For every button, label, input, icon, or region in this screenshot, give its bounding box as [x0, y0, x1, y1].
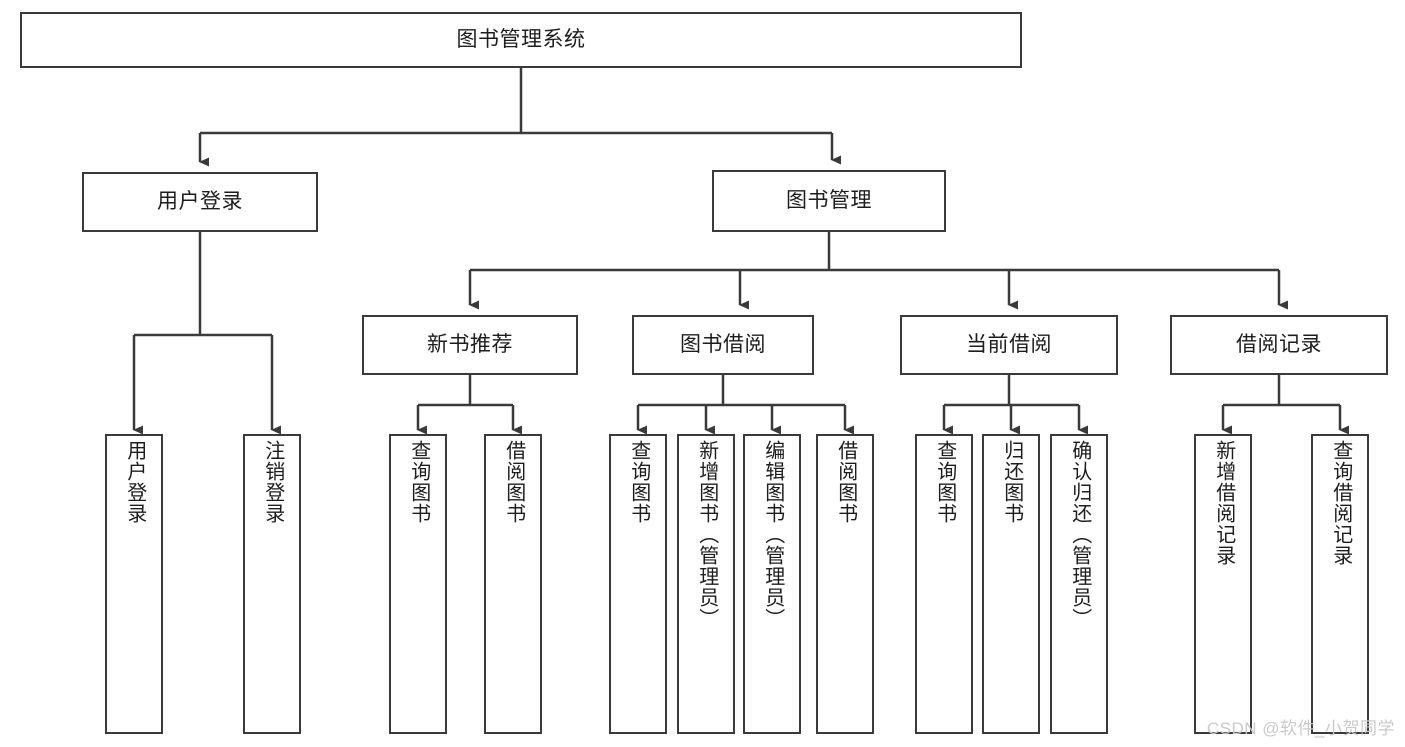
leaf-bookborrow-edit-book[interactable]: 编辑图书（管理员）	[743, 434, 801, 734]
leaf-bookborrow-add-book[interactable]: 新增图书（管理员）	[677, 434, 735, 734]
node-book-manage[interactable]: 图书管理	[712, 170, 946, 232]
node-book-manage-label: 图书管理	[786, 189, 872, 213]
node-root-system-label: 图书管理系统	[456, 28, 586, 52]
node-new-book-recommend-label: 新书推荐	[427, 333, 513, 357]
node-borrow-record[interactable]: 借阅记录	[1170, 315, 1388, 375]
leaf-newbook-borrow-book[interactable]: 借阅图书	[484, 434, 542, 734]
node-book-borrow[interactable]: 图书借阅	[632, 315, 814, 375]
leaf-newbook-query-book-label: 查询图书	[407, 440, 430, 524]
leaf-bookborrow-query-book-label: 查询图书	[627, 440, 650, 524]
leaf-currentborrow-return-book[interactable]: 归还图书	[982, 434, 1040, 734]
leaf-currentborrow-confirm-return[interactable]: 确认归还（管理员）	[1050, 434, 1108, 734]
node-book-borrow-label: 图书借阅	[680, 333, 766, 357]
leaf-borrowrecord-add-record[interactable]: 新增借阅记录	[1194, 434, 1252, 734]
leaf-bookborrow-borrow-book-label: 借阅图书	[834, 440, 857, 524]
leaf-currentborrow-query-book[interactable]: 查询图书	[915, 434, 973, 734]
leaf-bookborrow-add-book-label: 新增图书（管理员）	[695, 440, 718, 629]
leaf-currentborrow-return-book-label: 归还图书	[1000, 440, 1023, 524]
leaf-bookborrow-borrow-book[interactable]: 借阅图书	[816, 434, 874, 734]
leaf-currentborrow-confirm-return-label: 确认归还（管理员）	[1068, 440, 1091, 629]
leaf-user-logout[interactable]: 注销登录	[243, 434, 301, 734]
leaf-borrowrecord-query-record-label: 查询借阅记录	[1329, 440, 1352, 566]
leaf-borrowrecord-add-record-label: 新增借阅记录	[1212, 440, 1235, 566]
leaf-currentborrow-query-book-label: 查询图书	[933, 440, 956, 524]
leaf-user-logout-label: 注销登录	[261, 440, 284, 524]
node-root-system[interactable]: 图书管理系统	[20, 12, 1022, 68]
leaf-newbook-query-book[interactable]: 查询图书	[389, 434, 447, 734]
leaf-user-login[interactable]: 用户登录	[105, 434, 163, 734]
node-current-borrow[interactable]: 当前借阅	[900, 315, 1118, 375]
node-new-book-recommend[interactable]: 新书推荐	[362, 315, 578, 375]
node-user-login-label: 用户登录	[157, 190, 243, 214]
node-borrow-record-label: 借阅记录	[1236, 333, 1322, 357]
leaf-bookborrow-edit-book-label: 编辑图书（管理员）	[761, 440, 784, 629]
leaf-bookborrow-query-book[interactable]: 查询图书	[609, 434, 667, 734]
leaf-newbook-borrow-book-label: 借阅图书	[502, 440, 525, 524]
leaf-user-login-label: 用户登录	[123, 440, 146, 524]
leaf-borrowrecord-query-record[interactable]: 查询借阅记录	[1311, 434, 1369, 734]
node-current-borrow-label: 当前借阅	[966, 333, 1052, 357]
node-user-login[interactable]: 用户登录	[82, 172, 318, 232]
